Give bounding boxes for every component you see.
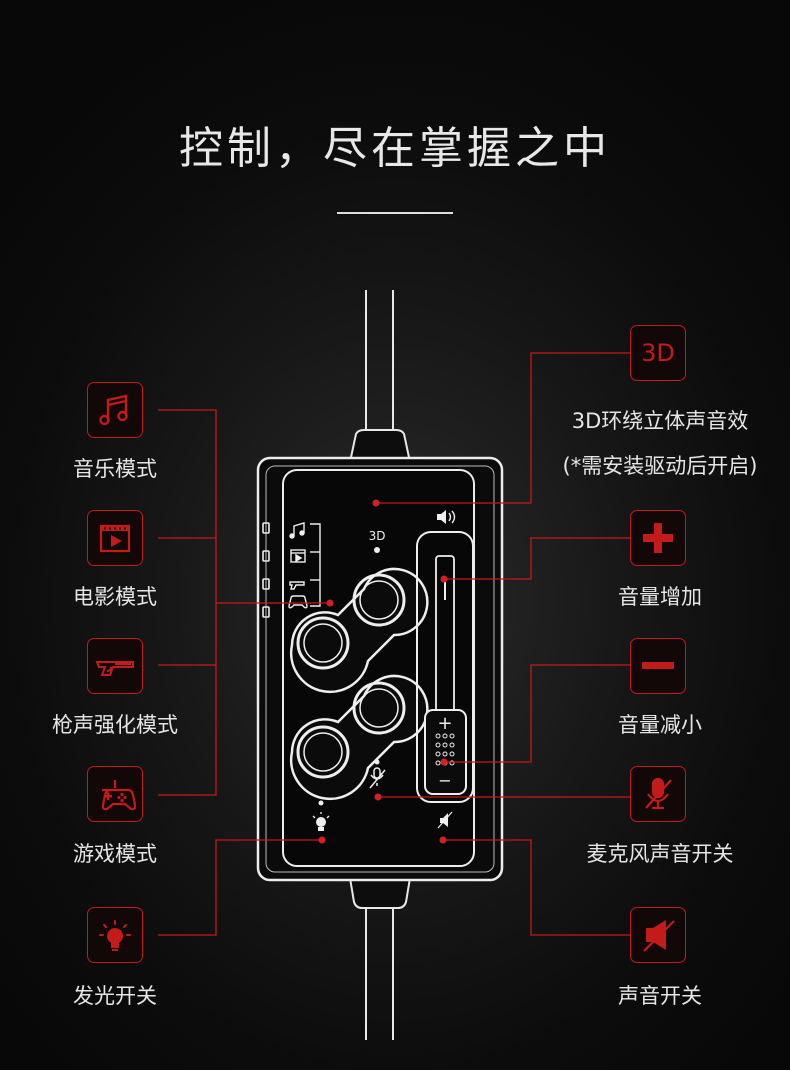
label-volume-up: 音量增加 bbox=[618, 585, 702, 609]
label-3d-sound: 3D环绕立体声音效 bbox=[571, 409, 749, 433]
mic-switch-box bbox=[630, 766, 686, 822]
mode-icons-small bbox=[288, 522, 321, 609]
sound-switch-box bbox=[630, 907, 686, 963]
mic-icon-device bbox=[369, 767, 386, 789]
volume-icon bbox=[437, 510, 456, 524]
label-game-mode: 游戏模式 bbox=[73, 842, 157, 866]
volume-up-box bbox=[630, 510, 686, 566]
page-title: 控制，尽在掌握之中 bbox=[179, 123, 611, 174]
label-movie-mode: 电影模式 bbox=[73, 585, 157, 609]
volume-slider-housing bbox=[416, 531, 474, 803]
light-icon-device bbox=[312, 812, 330, 831]
movie-mode-box bbox=[87, 510, 143, 566]
title-divider bbox=[337, 212, 453, 214]
minus-icon bbox=[642, 662, 674, 669]
game-mode-box bbox=[87, 766, 143, 822]
label-gun-mode: 枪声强化模式 bbox=[52, 713, 178, 737]
strain-relief-bottom bbox=[348, 877, 412, 909]
mic-mute-icon bbox=[645, 777, 672, 810]
plus-icon bbox=[643, 523, 673, 553]
label-3d: 3D bbox=[369, 529, 386, 543]
mode-indicator-leds bbox=[262, 522, 270, 618]
music-mode-box bbox=[87, 382, 143, 438]
cable-bottom bbox=[365, 908, 394, 1040]
label-3d-note: (*需安装驱动后开启) bbox=[562, 454, 758, 478]
label-volume-down: 音量减小 bbox=[618, 713, 702, 737]
strain-relief-top bbox=[348, 429, 412, 463]
3d-icon: 3D bbox=[641, 339, 675, 367]
label-light-switch: 发光开关 bbox=[73, 984, 157, 1008]
button-group-top bbox=[289, 567, 429, 694]
light-bulb-icon bbox=[99, 920, 131, 951]
volume-down-box bbox=[630, 638, 686, 694]
label-sound-switch: 声音开关 bbox=[618, 984, 702, 1008]
movie-play-icon bbox=[99, 524, 131, 553]
cable-top bbox=[365, 290, 394, 432]
knob-grip-dots bbox=[435, 733, 455, 766]
gamepad-icon bbox=[101, 780, 136, 811]
light-switch-box bbox=[87, 907, 143, 963]
volume-minus-label: − bbox=[438, 771, 451, 790]
3d-sound-box: 3D bbox=[630, 325, 686, 381]
mute-icon-device bbox=[437, 811, 453, 829]
callout-lines bbox=[158, 352, 630, 936]
callout-dots bbox=[318, 499, 448, 844]
label-music-mode: 音乐模式 bbox=[73, 457, 157, 481]
volume-plus-label: + bbox=[437, 713, 452, 734]
label-mic-switch: 麦克风声音开关 bbox=[586, 842, 734, 866]
gun-icon bbox=[95, 661, 134, 676]
music-note-icon bbox=[99, 394, 128, 426]
gun-mode-box bbox=[87, 638, 143, 694]
speaker-mute-icon bbox=[643, 920, 675, 952]
